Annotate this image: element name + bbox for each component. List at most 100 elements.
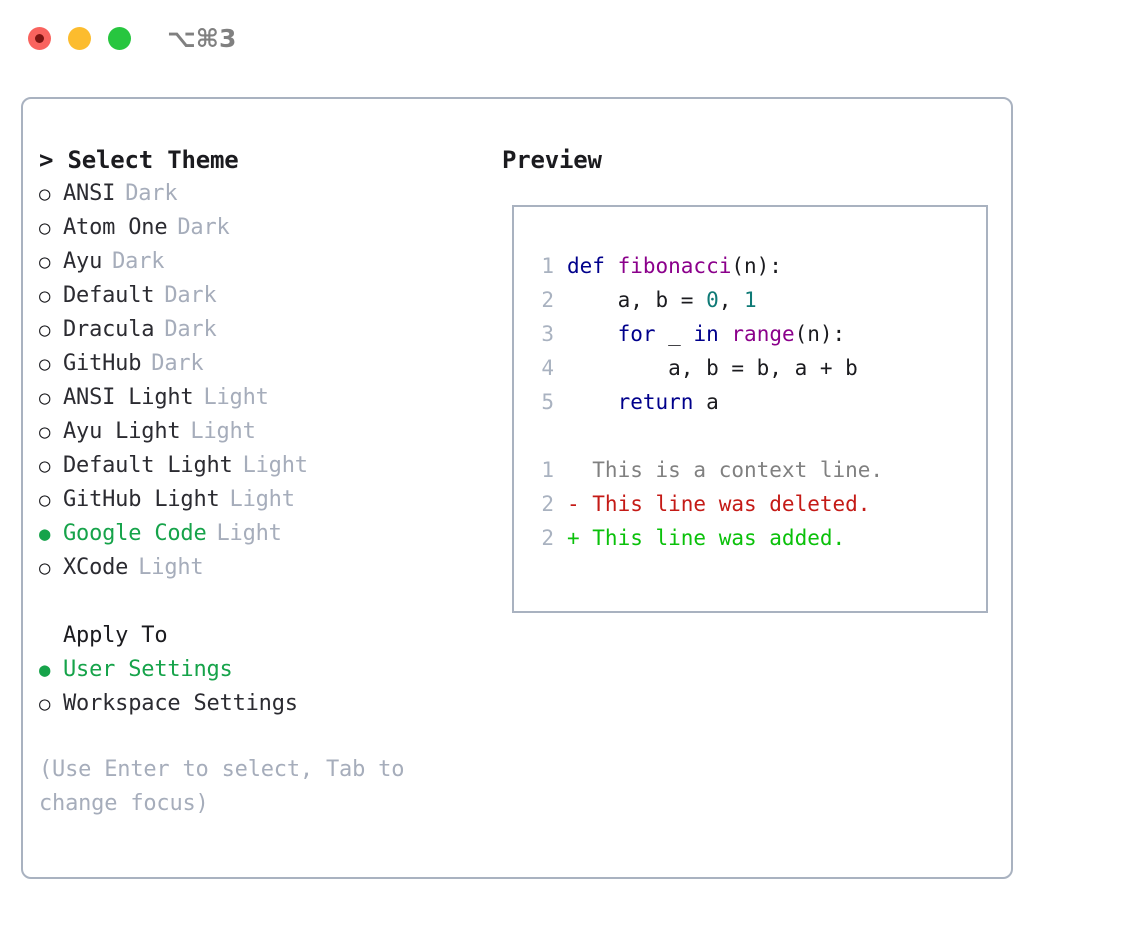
theme-name: Default — [63, 283, 155, 308]
radio-unselected-icon[interactable]: ○ — [39, 285, 51, 307]
select-theme-heading: > Select Theme — [39, 146, 239, 174]
theme-option[interactable]: ○ GitHub Light Light — [39, 483, 479, 517]
theme-category-tag: Light — [216, 521, 282, 546]
theme-name: Google Code — [63, 521, 207, 546]
minimize-window-button[interactable] — [68, 27, 91, 50]
code-line: 1 This is a context line. — [526, 453, 883, 487]
apply-to-option[interactable]: ○ Workspace Settings — [39, 687, 479, 721]
code-token: for — [617, 322, 656, 346]
theme-category-tag: Light — [242, 453, 308, 478]
line-number: 2 — [541, 492, 554, 516]
theme-name: GitHub Light — [63, 487, 220, 512]
code-token: , — [718, 288, 745, 312]
theme-category-tag: Light — [190, 419, 256, 444]
code-token: fibonacci — [617, 254, 732, 278]
theme-category-tag: Dark — [125, 181, 178, 206]
code-token: + This line was added. — [567, 526, 846, 550]
code-token — [567, 322, 618, 346]
code-token: in — [693, 322, 719, 346]
theme-name: ANSI — [63, 181, 116, 206]
keyboard-hint-text: (Use Enter to select, Tab to change focu… — [39, 757, 405, 816]
radio-selected-icon[interactable]: ● — [39, 523, 51, 545]
code-token: a — [693, 390, 719, 414]
radio-selected-icon[interactable]: ● — [39, 659, 51, 681]
theme-name: GitHub — [63, 351, 142, 376]
theme-name: Dracula — [63, 317, 155, 342]
code-source: - This line was deleted. — [567, 487, 870, 521]
line-number: 1 — [541, 458, 554, 482]
theme-category-tag: Dark — [164, 283, 217, 308]
radio-unselected-icon[interactable]: ○ — [39, 217, 51, 239]
theme-option[interactable]: ○ Atom One Dark — [39, 211, 479, 245]
theme-option[interactable]: ○ ANSI Dark — [39, 177, 479, 211]
apply-to-heading: Apply To — [63, 623, 168, 648]
theme-name: Atom One — [63, 215, 168, 240]
code-token: def — [567, 254, 618, 278]
theme-option[interactable]: ● Google Code Light — [39, 517, 479, 551]
code-token: (n): — [731, 254, 782, 278]
apply-to-label: Workspace Settings — [63, 691, 298, 716]
code-token: _ — [655, 322, 694, 346]
theme-name: Default Light — [63, 453, 233, 478]
code-token: return — [617, 390, 694, 414]
radio-unselected-icon[interactable]: ○ — [39, 557, 51, 579]
line-number: 2 — [541, 288, 554, 312]
code-source: a, b = 0, 1 — [567, 283, 757, 317]
code-source: a, b = b, a + b — [567, 351, 858, 385]
theme-category-tag: Dark — [112, 249, 165, 274]
code-token — [567, 390, 618, 414]
code-token: This is a context line. — [567, 458, 884, 482]
close-window-button[interactable] — [28, 27, 51, 50]
radio-unselected-icon[interactable]: ○ — [39, 251, 51, 273]
window-titlebar: ⌥⌘3 — [0, 0, 1140, 78]
theme-option[interactable]: ○ Default Light Light — [39, 449, 479, 483]
code-line: 2 - This line was deleted. — [526, 487, 883, 521]
maximize-window-button[interactable] — [108, 27, 131, 50]
line-number: 1 — [541, 254, 554, 278]
code-source: def fibonacci(n): — [567, 249, 782, 283]
code-line: 2 a, b = 0, 1 — [526, 283, 883, 317]
line-number: 2 — [541, 526, 554, 550]
radio-unselected-icon[interactable]: ○ — [39, 693, 51, 715]
window-title: ⌥⌘3 — [167, 24, 237, 53]
code-line: 3 for _ in range(n): — [526, 317, 883, 351]
radio-unselected-icon[interactable]: ○ — [39, 183, 51, 205]
theme-name: XCode — [63, 555, 129, 580]
code-blank-line — [526, 419, 883, 453]
radio-unselected-icon[interactable]: ○ — [39, 455, 51, 477]
theme-category-tag: Dark — [177, 215, 230, 240]
code-source: return a — [567, 385, 719, 419]
apply-to-label: User Settings — [63, 657, 233, 682]
theme-option[interactable]: ○ Default Dark — [39, 279, 479, 313]
radio-unselected-icon[interactable]: ○ — [39, 387, 51, 409]
code-token — [719, 322, 732, 346]
code-source: + This line was added. — [567, 521, 845, 555]
theme-option[interactable]: ○ Ayu Light Light — [39, 415, 479, 449]
list-spacer — [39, 585, 479, 619]
radio-unselected-icon[interactable]: ○ — [39, 319, 51, 341]
apply-to-list[interactable]: ● User Settings ○ Workspace Settings — [39, 653, 479, 721]
code-line: 4 a, b = b, a + b — [526, 351, 883, 385]
radio-unselected-icon[interactable]: ○ — [39, 421, 51, 443]
code-line: 5 return a — [526, 385, 883, 419]
theme-name: ANSI Light — [63, 385, 194, 410]
radio-unselected-icon[interactable]: ○ — [39, 489, 51, 511]
theme-name: Ayu Light — [63, 419, 181, 444]
code-token: range — [731, 322, 795, 346]
apply-to-option[interactable]: ● User Settings — [39, 653, 479, 687]
radio-unselected-icon[interactable]: ○ — [39, 353, 51, 375]
theme-category-tag: Light — [229, 487, 295, 512]
code-source: for _ in range(n): — [567, 317, 846, 351]
code-source: This is a context line. — [567, 453, 883, 487]
